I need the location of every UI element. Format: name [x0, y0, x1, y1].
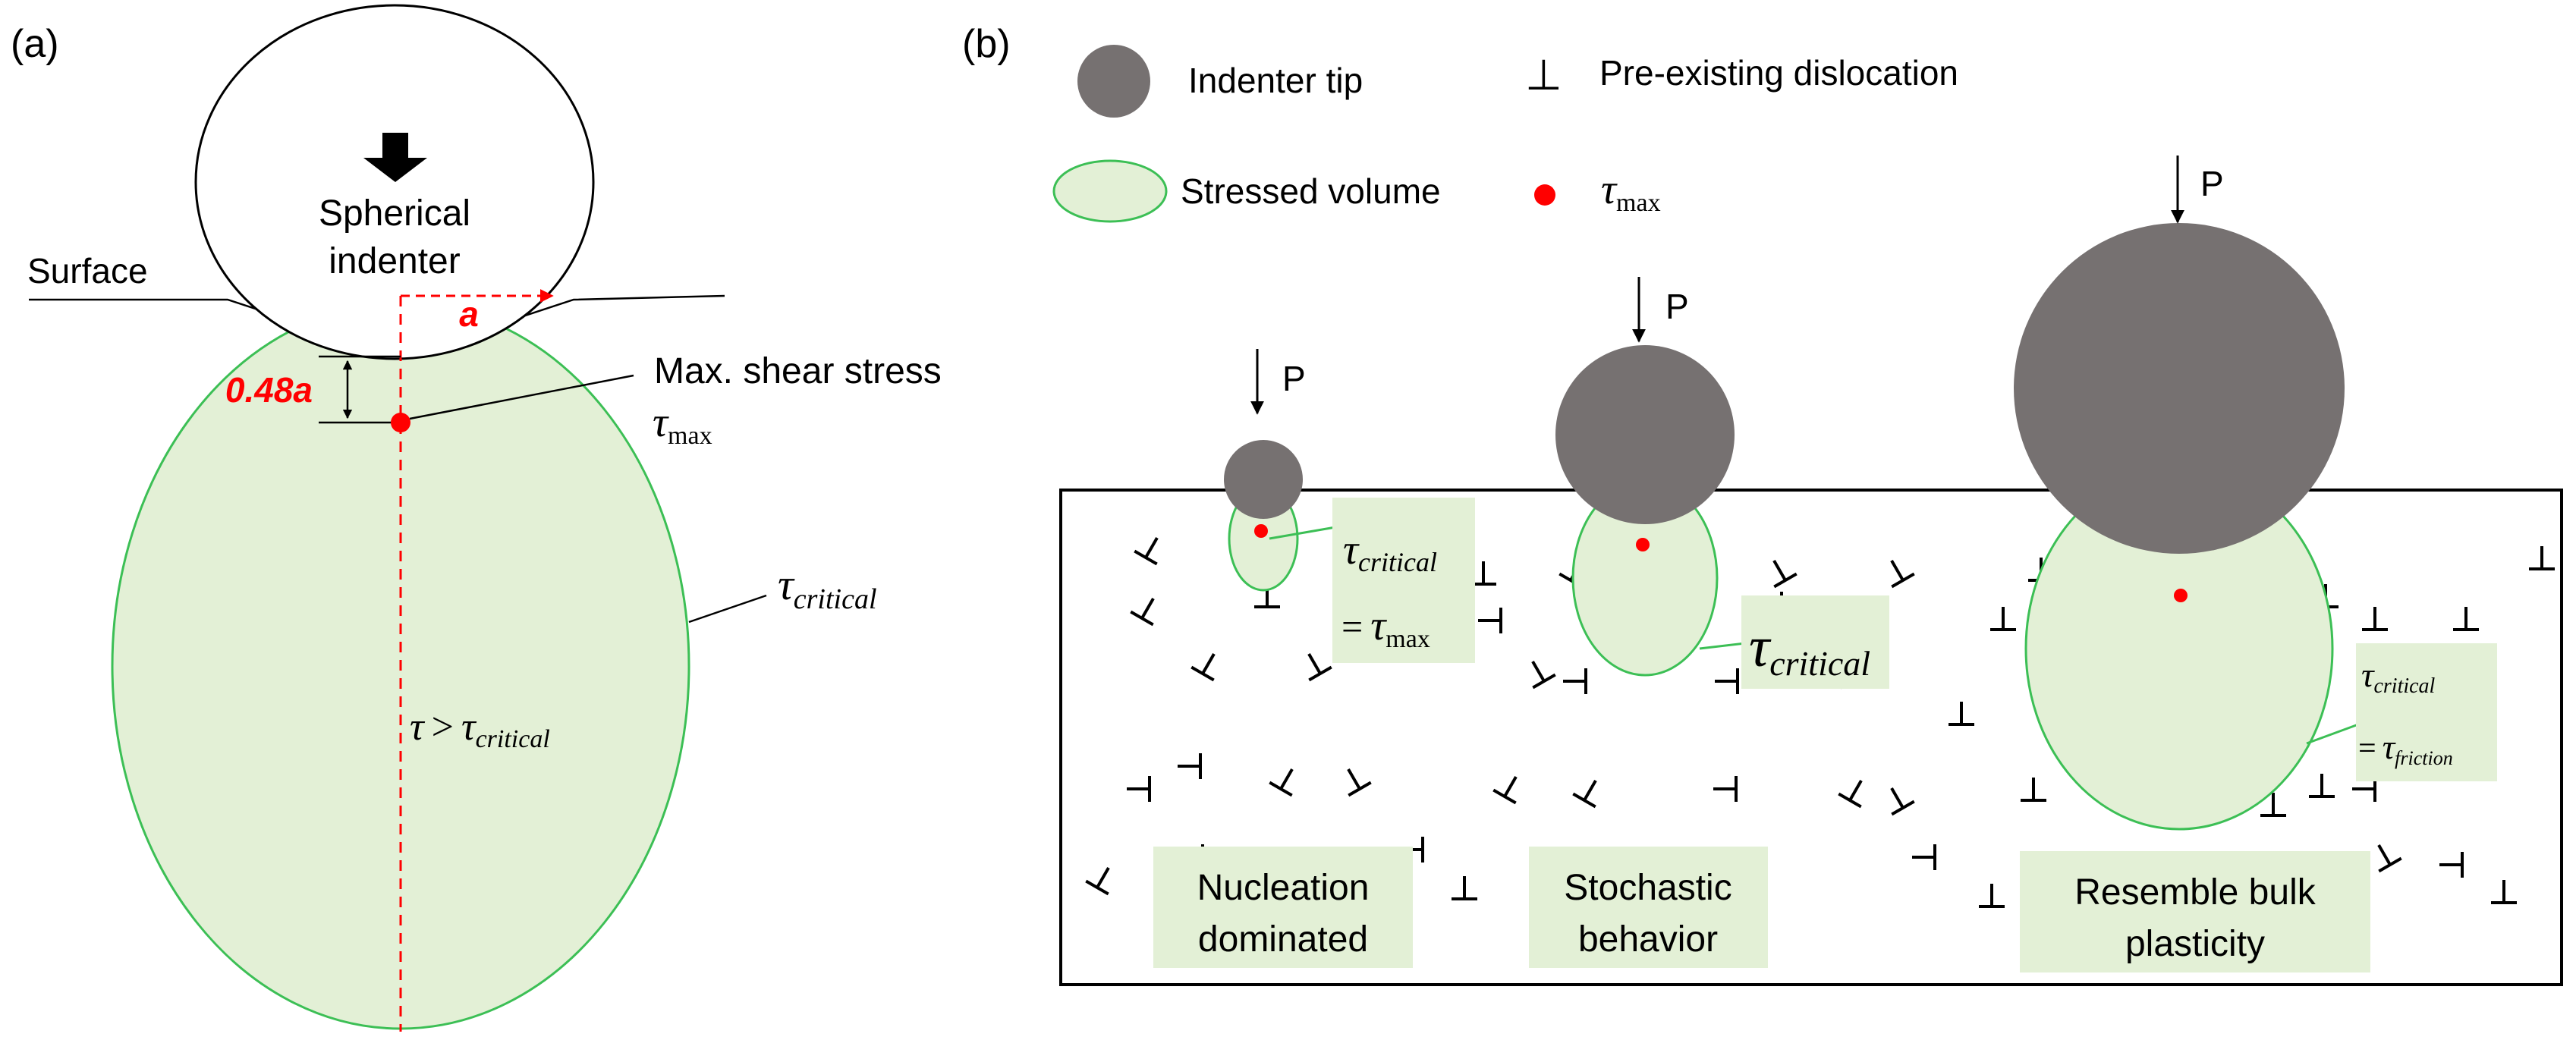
dislocation-symbol [2529, 546, 2555, 570]
dislocation-symbol [1269, 768, 1294, 797]
max-shear-point [391, 413, 410, 432]
indenter-label-line2: indenter [329, 241, 460, 281]
dislocation-symbol [1347, 768, 1372, 797]
dislocation-symbol [1478, 608, 1502, 633]
regime-nucleation-line1: Nucleation [1197, 868, 1370, 908]
legend-dislocation-label: Pre-existing dislocation [1599, 53, 1958, 93]
legend-volume-swatch [1052, 159, 1168, 223]
label-box-large [2356, 643, 2497, 781]
dislocation-symbol [1127, 776, 1151, 802]
tau-critical-label: τcritical [778, 560, 877, 615]
dislocation-symbol [1130, 598, 1155, 627]
spherical-indenter [194, 4, 595, 360]
legend-tip-label: Indenter tip [1188, 61, 1363, 100]
tau-max-dot-large [2174, 589, 2188, 602]
contact-radius-label: a [459, 294, 479, 334]
dislocation-symbol [1838, 780, 1863, 809]
surface-label: Surface [27, 251, 148, 291]
dislocation-symbol [1531, 661, 1556, 690]
load-label-medium: P [1665, 287, 1689, 326]
indenter-label-line1: Spherical [319, 193, 470, 234]
critical-leader [688, 594, 767, 624]
load-label-small: P [1282, 359, 1306, 398]
panel-a: (a) Spherical indenter Surface a 0.48a M… [11, 4, 942, 1032]
dislocation-symbol [1713, 776, 1738, 802]
panel-b-label: (b) [962, 22, 1011, 66]
dislocation-symbol [1307, 653, 1332, 682]
label-box-medium [1741, 595, 1889, 689]
tau-critical-small: τcritical [1343, 526, 1437, 577]
dislocation-symbol [2021, 778, 2046, 802]
dislocation-symbol [1772, 560, 1798, 589]
dislocation-symbol [2377, 844, 2402, 873]
legend-tau-max-label: τmax [1601, 166, 1661, 217]
dislocation-symbol [1890, 787, 1915, 816]
dislocation-symbol [1452, 876, 1477, 900]
eq-tau-friction-large: =τfriction [2358, 727, 2453, 769]
tau-max-dot-medium [1636, 538, 1650, 551]
inside-inequality: τ>τcritical [410, 705, 550, 753]
legend-dislocation-symbol: ⊥ [1525, 51, 1562, 99]
legend-tau-max-dot [1534, 184, 1555, 206]
load-label-large: P [2200, 164, 2224, 203]
dislocation-symbol [1979, 884, 2005, 908]
eq-tau-max-small: =τmax [1341, 602, 1430, 653]
dislocation-symbol [1563, 668, 1587, 694]
label-box-small [1332, 498, 1475, 663]
dislocation-symbol [2260, 793, 2286, 817]
leader-small [1269, 526, 1336, 540]
regime-bulk-line2: plasticity [2125, 924, 2265, 964]
dislocation-symbol [1085, 867, 1110, 896]
legend-volume-label: Stressed volume [1181, 171, 1441, 211]
dislocation-symbol [2362, 607, 2388, 631]
dislocation-symbol [1912, 844, 1936, 870]
indenter-tip-small [1224, 440, 1303, 519]
legend-tip-swatch [1077, 45, 1150, 118]
tau-critical-large: τcritical [2361, 655, 2436, 698]
dislocation-symbol [1492, 776, 1518, 805]
panel-a-label: (a) [11, 22, 59, 66]
dislocation-symbol [2439, 852, 2464, 878]
dislocation-symbol [2491, 880, 2517, 904]
regime-box-stochastic [1529, 847, 1768, 968]
leader-medium [1699, 642, 1746, 650]
leader-large [2306, 723, 2359, 745]
regime-bulk-line1: Resemble bulk [2074, 872, 2316, 913]
regime-box-bulk [2020, 851, 2370, 972]
max-shear-label: Max. shear stress [654, 351, 942, 391]
regime-stochastic-line2: behavior [1578, 919, 1718, 960]
indenter-tip-large [2014, 223, 2345, 554]
dislocation-symbol [2453, 607, 2479, 631]
dislocation-symbol [1990, 607, 2016, 631]
regime-stochastic-line1: Stochastic [1564, 868, 1731, 908]
tau-max-dot-small [1254, 524, 1268, 538]
load-arrow-icon [363, 133, 427, 182]
depth-label: 0.48a [225, 370, 313, 410]
dislocation-symbol [1890, 560, 1915, 589]
dislocation-symbol [1572, 780, 1597, 809]
tau-critical-medium: τcritical [1749, 615, 1870, 683]
dislocation-symbol [1715, 668, 1739, 694]
specimen-box [1059, 489, 2563, 986]
dislocation-symbol [1178, 753, 1202, 779]
max-shear-leader [409, 374, 634, 420]
dislocation-symbol [1190, 653, 1216, 682]
regime-box-nucleation [1153, 847, 1413, 968]
dislocation-symbol [2309, 774, 2335, 798]
dislocation-symbol [1949, 702, 1974, 726]
dislocation-symbol [1134, 537, 1159, 566]
regime-nucleation-line2: dominated [1198, 919, 1368, 960]
tau-max-label: τmax [653, 399, 712, 450]
panel-b: (b) Indenter tip ⊥ Pre-existing dislocat… [962, 22, 2563, 986]
indenter-tip-medium [1555, 345, 1735, 524]
